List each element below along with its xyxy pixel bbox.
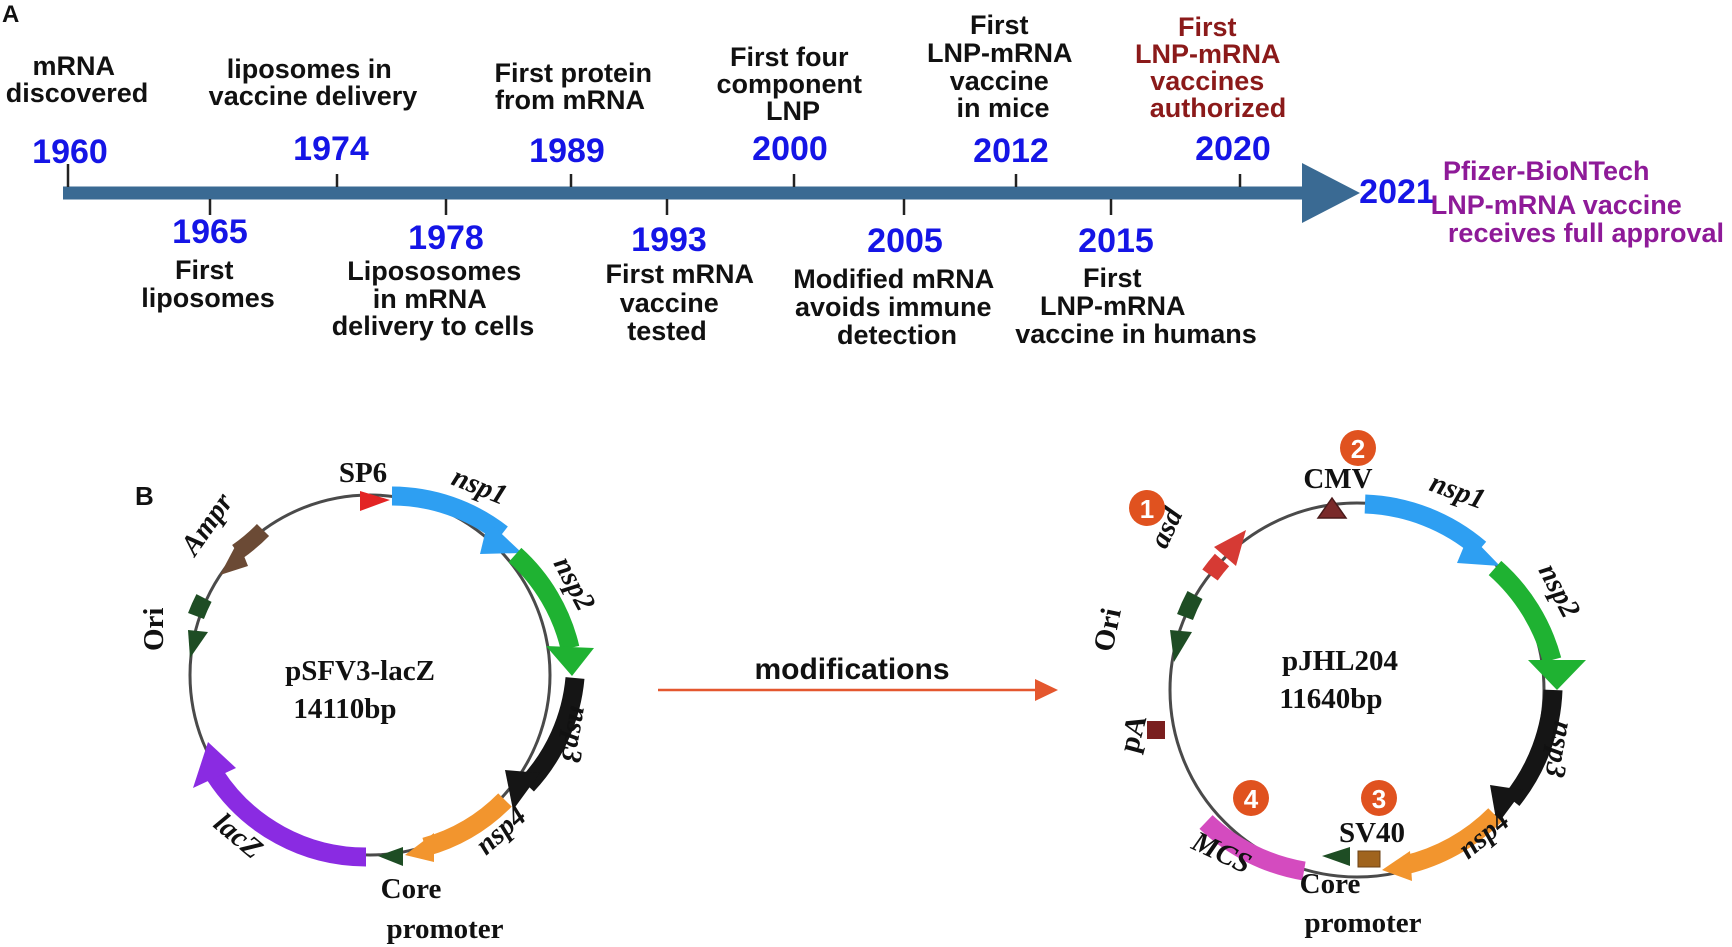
- ampr-label: Ampr: [173, 487, 240, 563]
- nsp4-arrowhead: [405, 833, 434, 862]
- svg-text:3: 3: [1372, 784, 1386, 814]
- year-2020: 2020: [1195, 130, 1271, 168]
- event-1978-text: Liposo­somes in mRNA delivery to cells: [332, 256, 535, 341]
- cmv-label: CMV: [1303, 463, 1372, 495]
- panel-a-label: A: [2, 1, 19, 28]
- plasmid-left-name: pSFV3-lacZ: [285, 655, 435, 687]
- plasmid-right: [1147, 494, 1586, 881]
- promoter-label-left: promoter: [386, 913, 503, 945]
- timeline-arrowhead: [1302, 163, 1360, 223]
- plasmid-right-size: 11640bp: [1279, 683, 1382, 715]
- nsp3-arrowhead-right: [1490, 785, 1523, 825]
- marker-3: 3: [1361, 780, 1397, 816]
- year-1960: 1960: [32, 133, 108, 171]
- sv40-label: SV40: [1339, 817, 1405, 849]
- nsp2-arrowhead-right: [1528, 660, 1586, 690]
- year-1989: 1989: [529, 132, 605, 170]
- sv40-marker: [1357, 850, 1381, 868]
- ori-segment-right: [1177, 590, 1203, 621]
- asd-arrowhead: [1214, 530, 1246, 566]
- asd-segment: [1202, 553, 1230, 581]
- marker-2: 2: [1340, 430, 1376, 466]
- plasmid-left: [188, 486, 594, 867]
- core-label-left: Core: [381, 873, 442, 905]
- event-2021-text: Pfizer-BioNTech LNP-mRNA vaccine receive…: [1431, 156, 1724, 248]
- svg-text:1: 1: [1140, 494, 1154, 524]
- promoter-label-right: promoter: [1304, 907, 1421, 939]
- event-2012-text: First LNP-mRNA vaccine in mice: [927, 10, 1079, 123]
- event-2015-text: First LNP-mRNA vaccine in humans: [1015, 263, 1257, 349]
- event-1960-text: mRNA discovered: [6, 51, 149, 108]
- nsp1-segment-right: [1364, 494, 1487, 557]
- svg-text:2: 2: [1351, 434, 1365, 464]
- year-2021: 2021: [1359, 173, 1435, 211]
- year-1993: 1993: [631, 221, 707, 259]
- sp6-label: SP6: [339, 457, 387, 489]
- year-1965: 1965: [172, 213, 248, 251]
- sp6-marker: [360, 491, 390, 511]
- pa-label: pA: [1113, 712, 1154, 756]
- modifications-label: modifications: [754, 653, 949, 686]
- event-2005-text: Modified mRNA avoids immune detection: [793, 264, 1001, 350]
- marker-1: 1: [1129, 490, 1165, 526]
- nsp1-arrowhead: [480, 521, 522, 554]
- ori-segment: [188, 594, 212, 620]
- nsp3-arrowhead: [505, 770, 540, 810]
- pa-marker: [1147, 721, 1165, 739]
- nsp2-arrowhead: [546, 646, 594, 676]
- nsp4-label-left: nsp4: [469, 800, 532, 862]
- year-1974: 1974: [293, 130, 369, 168]
- nsp4-arrowhead-right: [1382, 851, 1412, 881]
- marker-4: 4: [1233, 780, 1269, 816]
- nsp4-label-right: nsp4: [1452, 805, 1516, 866]
- year-1978: 1978: [408, 219, 484, 257]
- nsp2-segment: [508, 547, 580, 651]
- core-promoter-marker: [378, 847, 403, 866]
- ampr-arrowhead: [220, 541, 248, 575]
- ori-arrowhead-right: [1170, 630, 1192, 662]
- nsp4-segment-right: [1402, 808, 1502, 875]
- plasmid-left-size: 14110bp: [293, 693, 396, 725]
- modifications-arrowhead: [1035, 679, 1058, 701]
- plasmid-right-name: pJHL204: [1282, 645, 1398, 677]
- event-2020-text: First LNP-mRNA vaccines authorized: [1135, 12, 1287, 123]
- year-2015: 2015: [1078, 222, 1154, 260]
- event-1974-text: liposomes in vaccine delivery: [209, 54, 418, 111]
- year-2012: 2012: [973, 132, 1049, 170]
- timeline-ticks: [66, 164, 1242, 215]
- nsp1-label-right: nsp1: [1426, 467, 1490, 516]
- svg-text:4: 4: [1244, 784, 1259, 814]
- cmv-marker: [1316, 496, 1348, 519]
- core-label-right: Core: [1300, 868, 1361, 900]
- panel-b-label: B: [135, 481, 154, 511]
- nsp2-segment-right: [1488, 560, 1562, 663]
- mcs-segment: [1199, 815, 1306, 881]
- lacz-arrowhead: [193, 742, 236, 788]
- year-2005: 2005: [867, 222, 943, 260]
- event-1989-text: First protein from mRNA: [494, 58, 659, 115]
- year-2000: 2000: [752, 130, 828, 168]
- ori-label-right: Ori: [1088, 605, 1128, 654]
- ori-arrowhead: [188, 630, 208, 658]
- event-1993-text: First mRNA vaccine tested: [605, 259, 760, 346]
- core-promoter-marker-right: [1322, 847, 1350, 866]
- ori-label-left: Ori: [138, 608, 170, 652]
- nsp1-arrowhead-right: [1457, 534, 1500, 566]
- event-1965-text: First liposomes: [141, 255, 275, 313]
- lacz-segment: [207, 769, 367, 867]
- event-2000-text: First four component LNP: [716, 42, 869, 126]
